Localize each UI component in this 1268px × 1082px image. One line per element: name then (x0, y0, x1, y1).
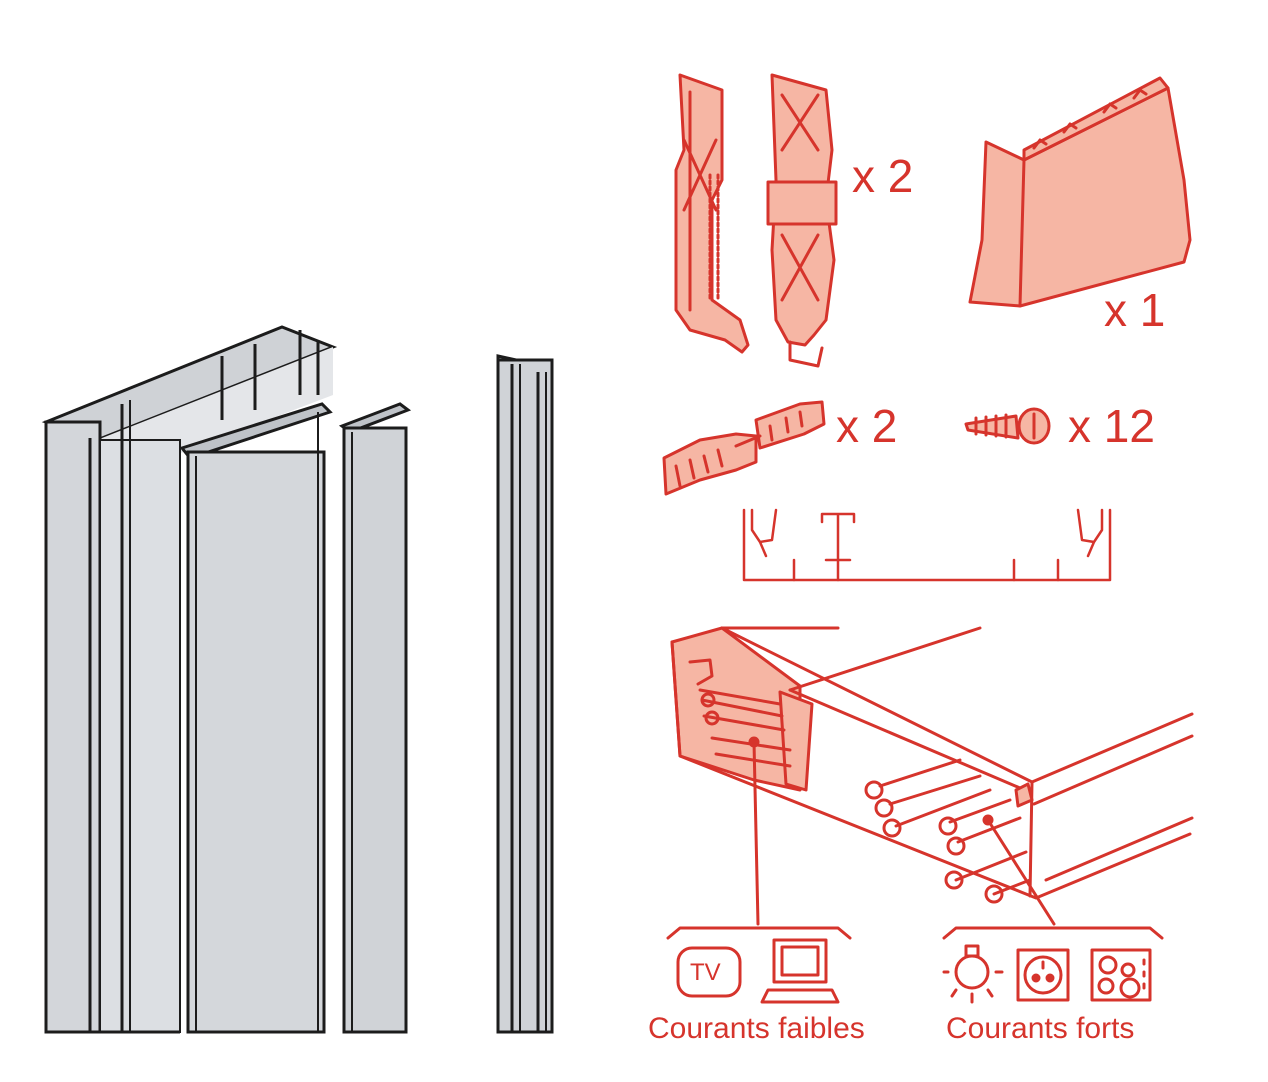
base-channel-profile (41, 325, 338, 1034)
wall-plug-icon (662, 400, 826, 496)
accessories: x 2 x 1 x 2 x 12 (648, 73, 1194, 1045)
fixing-clip-icon (674, 73, 838, 368)
screw-icon (964, 407, 1051, 445)
divider-profile (496, 354, 554, 1034)
trunking-profiles (41, 325, 554, 1034)
narrow-cover-profile (338, 402, 412, 1034)
screws-quantity: x 12 (1068, 400, 1155, 452)
low-current-group: TV (666, 926, 852, 1004)
cooktop-icon (1090, 948, 1152, 1002)
installed-trunking (670, 626, 1194, 926)
low-current-label: Courants faibles (648, 1012, 865, 1045)
light-bulb-icon (942, 944, 1004, 1004)
plugs-quantity: x 2 (836, 400, 897, 452)
end-cap-icon (968, 76, 1192, 308)
high-current-label: Courants forts (946, 1012, 1134, 1045)
power-socket-icon (1016, 948, 1070, 1002)
cross-section-profile (742, 508, 1112, 582)
tv-icon: TV (690, 959, 721, 986)
end-cap-quantity: x 1 (1104, 284, 1165, 336)
high-current-group (942, 926, 1164, 1004)
clips-quantity: x 2 (852, 150, 913, 202)
cover-profile (179, 402, 333, 1034)
computer-icon (760, 938, 840, 1004)
